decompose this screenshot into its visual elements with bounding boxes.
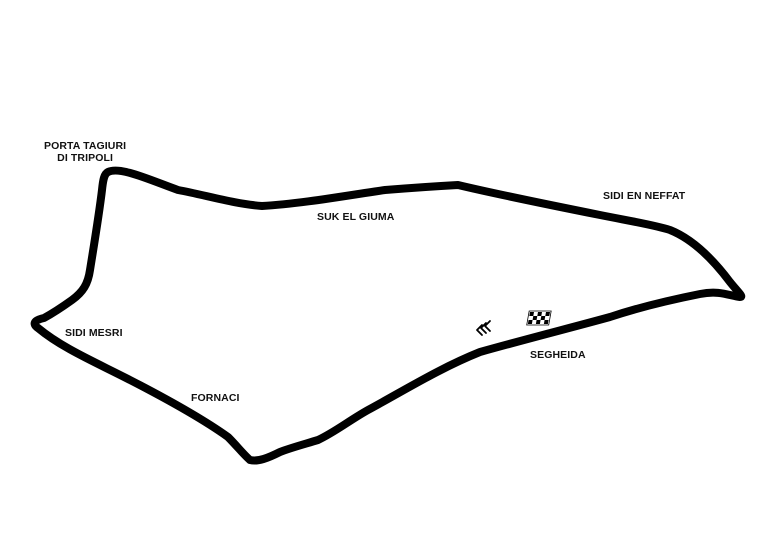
race-direction-chevrons-icon <box>476 320 491 336</box>
label-porta-tagiuri-line1: PORTA TAGIURI <box>44 140 127 152</box>
checkered-flag-icon <box>526 310 552 326</box>
label-fornaci: FORNACI <box>191 392 240 404</box>
label-porta-tagiuri-line2: DI TRIPOLI <box>57 152 114 164</box>
label-sidi-en-neffat: SIDI EN NEFFAT <box>603 190 686 202</box>
label-porta-tagiuri: PORTA TAGIURI DI TRIPOLI <box>44 140 126 164</box>
circuit-track <box>30 166 746 465</box>
label-sidi-mesri: SIDI MESRI <box>65 327 123 339</box>
label-segheida: SEGHEIDA <box>530 349 586 361</box>
label-suk-el-giuma: SUK EL GIUMA <box>317 211 395 223</box>
